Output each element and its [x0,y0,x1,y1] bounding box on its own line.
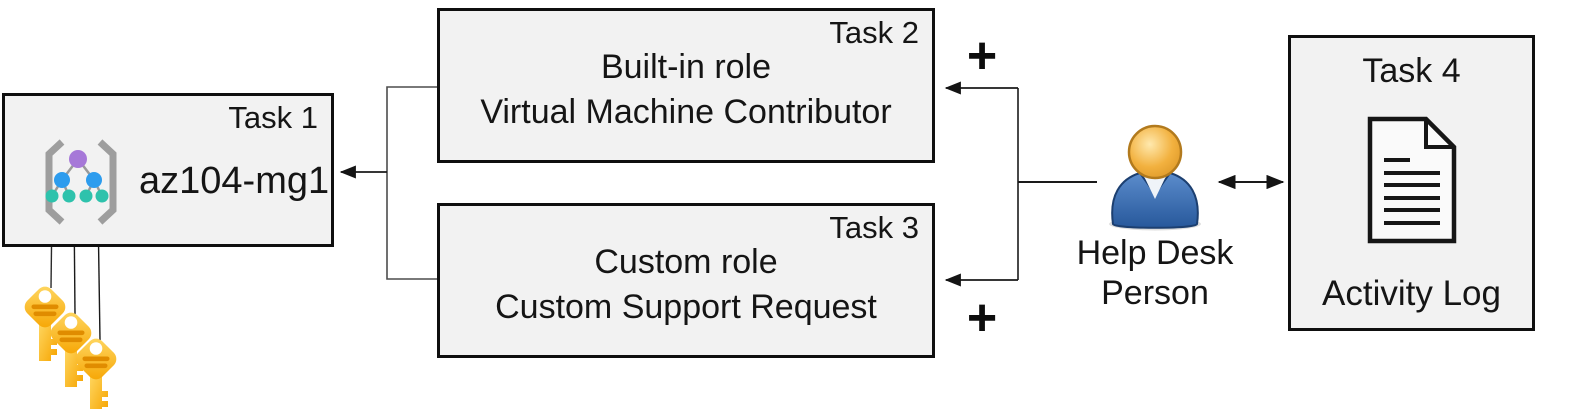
task3-role-name: Custom Support Request [495,287,877,326]
task3-content: Custom role Custom Support Request [440,206,932,355]
task2-role-name: Virtual Machine Contributor [480,92,892,131]
plus-icon-bottom: + [966,289,998,347]
access-keys-icon [20,282,121,409]
task1-content: az104-mg1 [35,134,329,229]
task4-activity-log-box: Task 4 Activity Log [1288,35,1535,331]
help-desk-person-label: Help Desk Person [1075,233,1235,313]
management-group-name: az104-mg1 [139,160,330,202]
task3-label: Task 3 [829,210,919,245]
task2-label: Task 2 [829,15,919,50]
person-label-line1: Help Desk [1076,234,1234,272]
task2-builtin-role-box: Task 2 Built-in role Virtual Machine Con… [437,8,935,163]
management-group-icon [45,139,117,225]
plus-icon-top: + [966,27,998,85]
help-desk-person-icon [1109,124,1201,231]
task3-custom-role-box: Task 3 Custom role Custom Support Reques… [437,203,935,358]
bracket-tasks23-to-task1 [386,86,437,280]
activity-log-document-icon [1367,116,1456,244]
task4-label: Task 4 [1362,52,1461,90]
task3-role-type: Custom role [594,242,778,281]
task2-role-type: Built-in role [600,47,772,86]
task1-management-group-box: Task 1 az1 [2,93,334,247]
task2-content: Built-in role Virtual Machine Contributo… [440,11,932,160]
person-label-line2: Person [1101,274,1209,312]
task1-label: Task 1 [228,100,318,135]
activity-log-caption: Activity Log [1322,274,1501,313]
